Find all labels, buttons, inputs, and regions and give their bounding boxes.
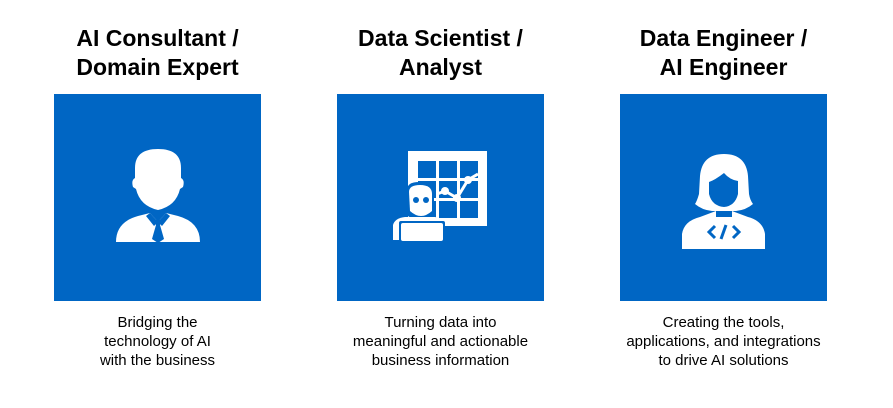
desc-line: business information: [371, 352, 510, 369]
title-line: AI Consultant /: [76, 25, 239, 51]
title-line: AI Engineer: [659, 54, 788, 80]
desc-line: with the business: [99, 352, 216, 369]
desc-line: to drive AI solutions: [658, 352, 789, 369]
role-description: Bridging the technology of AI with the b…: [24, 313, 291, 370]
desc-line: technology of AI: [104, 333, 211, 350]
engineer-code-icon: [682, 154, 765, 249]
desc-line: meaningful and actionable: [352, 333, 529, 350]
desc-line: applications, and integrations: [626, 333, 821, 350]
role-title: AI Consultant / Domain Expert: [14, 24, 301, 82]
businessman-icon: [116, 149, 200, 243]
desc-line: Creating the tools,: [662, 314, 785, 331]
data-scientist-chart-icon: [393, 151, 487, 243]
title-line: Data Engineer /: [639, 25, 808, 51]
title-line: Analyst: [398, 54, 483, 80]
desc-line: Bridging the: [117, 314, 198, 331]
role-title: Data Engineer / AI Engineer: [580, 24, 867, 82]
role-icon-tile: [54, 94, 261, 301]
role-icon-tile: [337, 94, 544, 301]
role-icon-tile: [620, 94, 827, 301]
title-line: Domain Expert: [76, 54, 239, 80]
title-line: Data Scientist /: [358, 25, 523, 51]
role-description: Turning data into meaningful and actiona…: [307, 313, 574, 370]
role-description: Creating the tools, applications, and in…: [590, 313, 857, 370]
desc-line: Turning data into: [384, 314, 497, 331]
role-title: Data Scientist / Analyst: [297, 24, 584, 82]
